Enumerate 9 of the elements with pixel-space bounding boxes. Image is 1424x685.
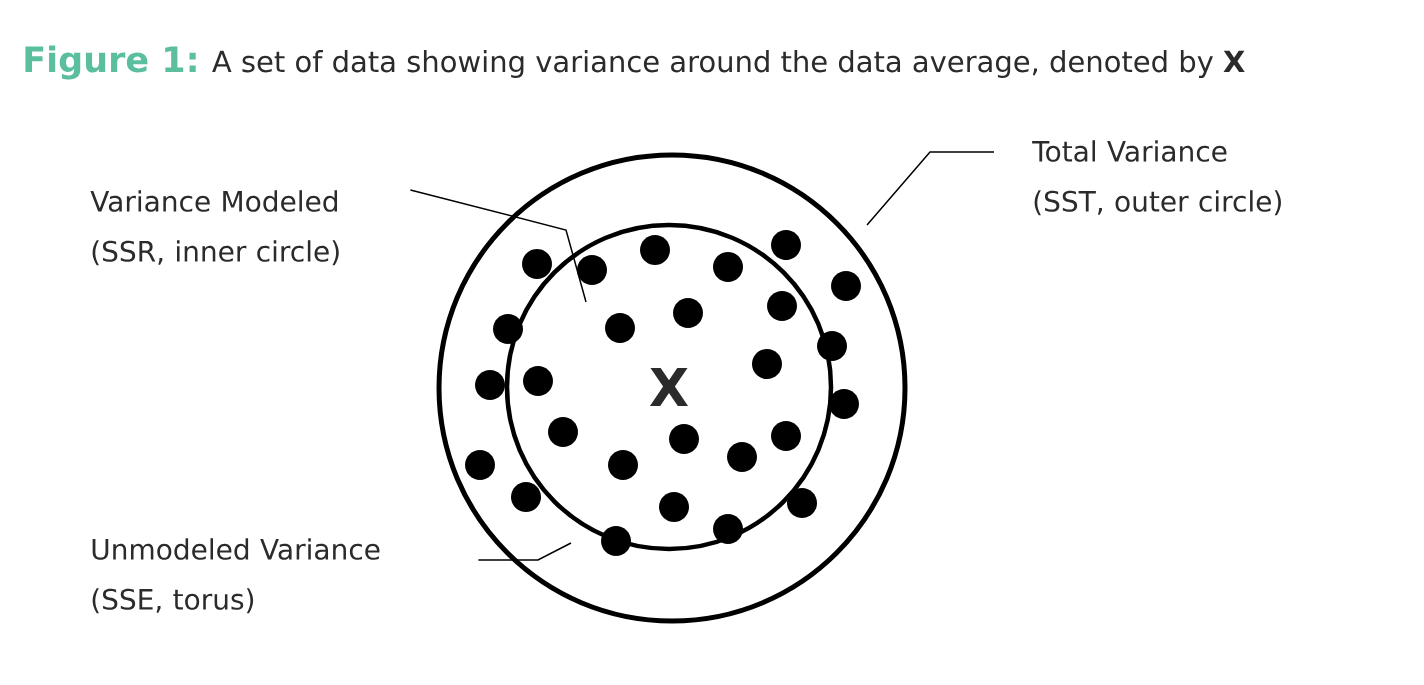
annotation-text: Unmodeled Variance (SSE, torus) [92, 538, 380, 614]
figure-title: Figure 1: A set of data showing variance around the data average, denoted by X [25, 45, 1245, 80]
circle-with-label: X [504, 222, 834, 552]
leader-line [409, 189, 587, 303]
leader-line [866, 151, 995, 226]
leader-line [477, 542, 572, 561]
circle [436, 152, 908, 624]
annotation-text: Variance Modeled (SSR, inner circle) [90, 190, 339, 266]
annotation-text: Total Variance (SST, outer circle) [1032, 140, 1281, 216]
